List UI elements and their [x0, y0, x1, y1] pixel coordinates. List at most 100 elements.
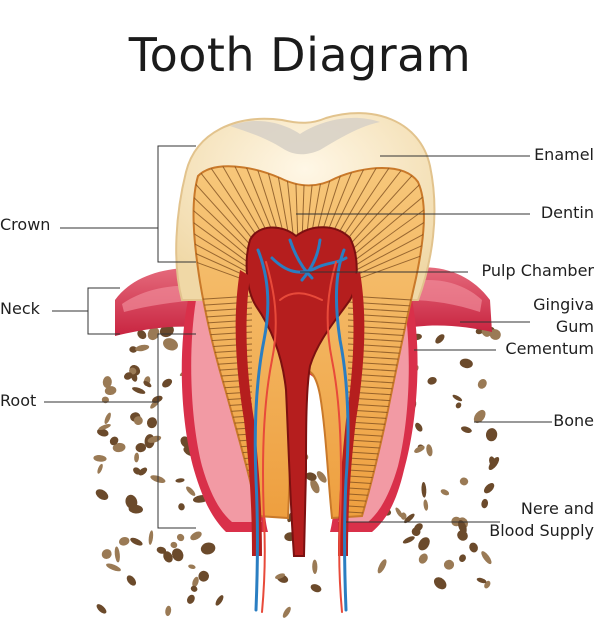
bone-granule: [176, 533, 185, 542]
label-gum: Gum: [555, 317, 594, 336]
bone-granule: [192, 576, 199, 588]
leader-lines: [296, 155, 552, 523]
bone-granule: [187, 594, 195, 604]
bone-granule: [175, 478, 185, 483]
diagram-title: Tooth Diagram: [128, 28, 472, 82]
bone-granule: [190, 531, 202, 541]
bone-granule: [104, 412, 111, 424]
bone-granule: [128, 504, 143, 514]
label-dentin: Dentin: [540, 203, 594, 222]
bone-granule: [101, 549, 112, 560]
bone-granule: [316, 471, 327, 483]
bone-granule: [162, 378, 173, 388]
bone-granule: [395, 507, 403, 518]
label-pulp-chamber: Pulp Chamber: [481, 261, 594, 280]
bone-granule: [132, 387, 146, 394]
bone-granule: [98, 424, 111, 430]
bone-granule: [97, 428, 109, 437]
dentin-tubule: [193, 170, 268, 277]
bone-granule: [112, 442, 126, 453]
bone-granule: [188, 564, 196, 569]
dentin-tubule: [333, 182, 424, 280]
bone-granule: [97, 463, 103, 474]
bone-granule: [135, 344, 150, 352]
bone-granule: [460, 426, 472, 433]
bone-granule: [476, 577, 487, 584]
bone-granule: [190, 585, 198, 592]
bone-granule: [427, 376, 437, 385]
bone-granule: [469, 542, 478, 553]
bone-granule: [477, 379, 487, 389]
bone-granule: [151, 395, 163, 403]
bone-granule: [418, 537, 430, 551]
bone-granule: [481, 551, 492, 565]
bone-granule: [418, 553, 428, 564]
bone-granule: [148, 530, 154, 545]
label-cementum: Cementum: [505, 339, 594, 358]
bone-granule: [440, 489, 450, 496]
bone-granule: [93, 455, 107, 462]
bone-granule: [414, 523, 423, 532]
bone-granule: [102, 376, 112, 389]
label-gingiva: Gingiva: [533, 295, 594, 314]
bone-granule: [312, 559, 318, 574]
bone-granule: [481, 498, 489, 509]
bone-granule: [488, 456, 500, 471]
dentin-tubule: [335, 196, 424, 282]
bone-granule: [421, 482, 427, 498]
bone-granule: [485, 428, 498, 442]
bone-granule: [457, 530, 468, 541]
dentin-tubule: [193, 182, 267, 280]
bone-granule: [414, 445, 425, 453]
bone-granule: [109, 436, 119, 446]
bone-granule: [198, 570, 210, 582]
bone-granule: [147, 327, 160, 341]
bone-granule: [146, 417, 158, 429]
bone-granule: [215, 595, 224, 606]
label-nerve-line1: Nere and: [520, 499, 594, 518]
bone-granule: [138, 467, 148, 476]
bone-granule: [134, 452, 140, 463]
bone-granule: [129, 346, 138, 353]
bone-granule: [404, 513, 415, 524]
bone-granule: [200, 542, 216, 555]
bone-granule: [402, 536, 415, 544]
bone-granule: [459, 358, 473, 369]
blood-vessels: [253, 238, 350, 612]
bone-granule: [178, 503, 185, 511]
bone-granule: [95, 489, 109, 500]
bone-granule: [165, 605, 172, 617]
bone-granule: [133, 416, 143, 426]
bone-granule: [104, 386, 117, 396]
pulp-chamber: [245, 226, 358, 557]
dentin-tubule: [193, 224, 263, 287]
label-bone: Bone: [553, 411, 594, 430]
bone-granule: [426, 444, 433, 457]
bone-granule: [459, 477, 469, 486]
label-crown: Crown: [0, 215, 51, 234]
label-enamel: Enamel: [534, 145, 594, 164]
bone-granule: [163, 338, 178, 351]
bone-granule: [124, 372, 133, 380]
bone-granule: [143, 380, 152, 388]
bone-granule: [443, 559, 455, 570]
bone-granule: [126, 575, 137, 586]
bone-granule: [455, 402, 462, 409]
bone-granule: [96, 604, 107, 614]
bone-granule: [310, 584, 322, 593]
bone-granule: [483, 483, 495, 494]
bone-granule: [459, 554, 466, 562]
bone-granule: [433, 577, 447, 590]
bone-granule: [452, 394, 463, 402]
bone-granule: [163, 551, 173, 563]
bone-granule: [435, 334, 445, 344]
bone-granule: [377, 559, 387, 574]
bracket-lines: [44, 145, 196, 529]
bone-granule: [171, 548, 184, 562]
bone-granule: [106, 563, 121, 572]
bone-granule: [310, 479, 320, 494]
dentin-tubule: [193, 210, 264, 285]
bone-granule: [129, 367, 137, 375]
